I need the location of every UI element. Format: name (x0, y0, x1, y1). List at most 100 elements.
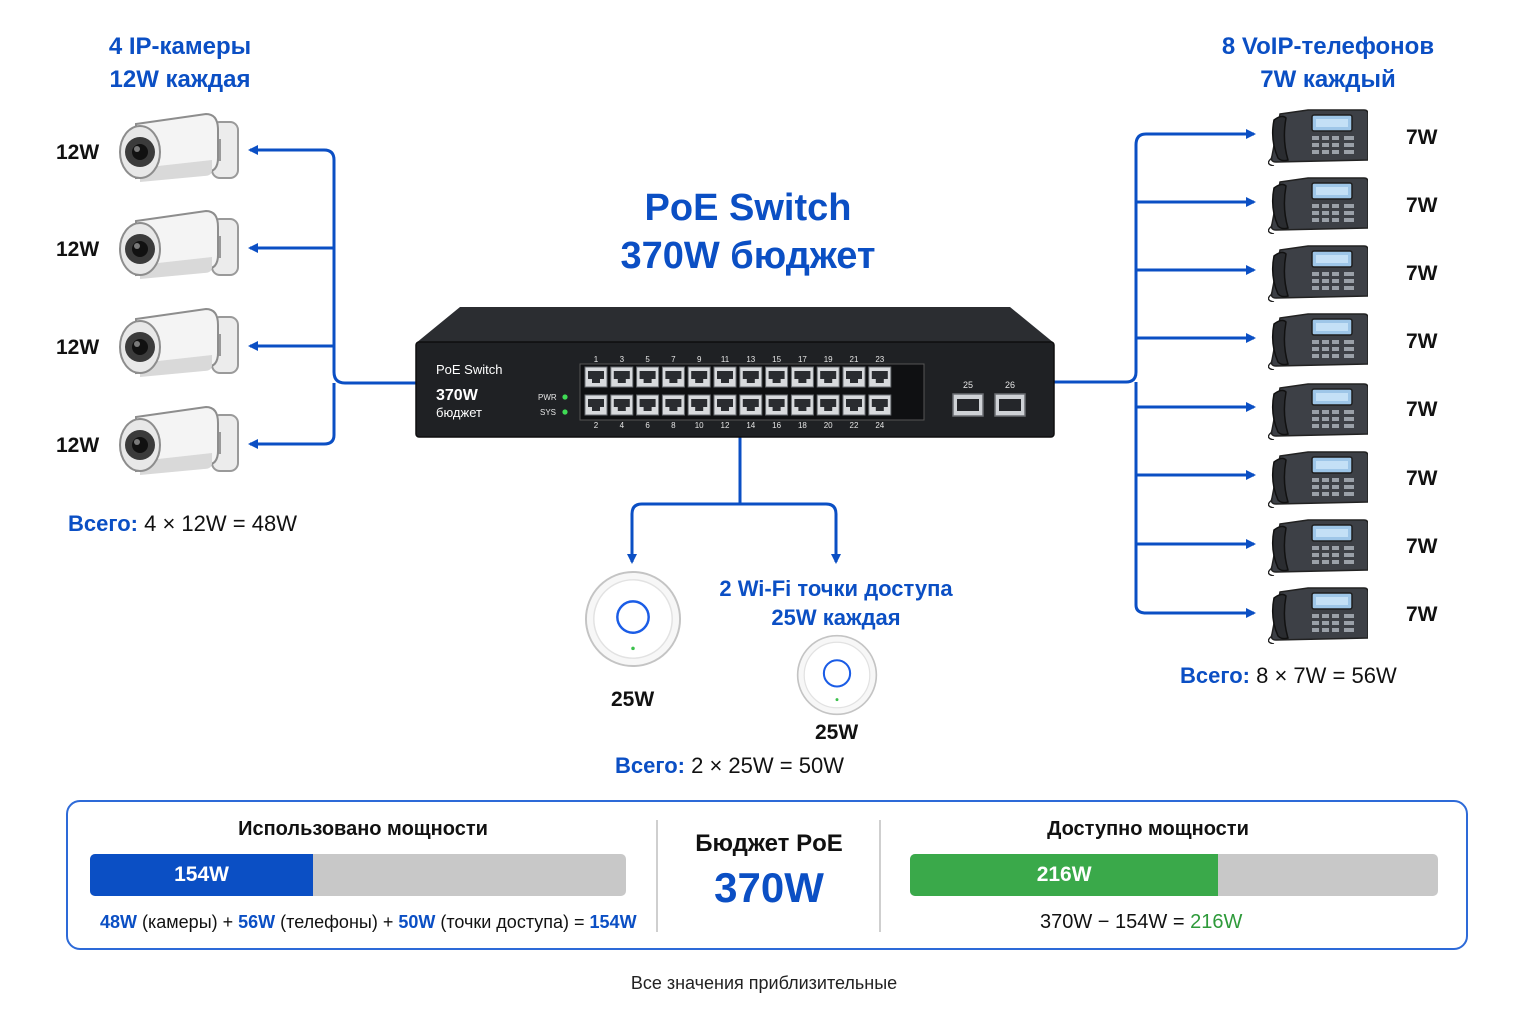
phones-title: 8 VoIP-телефонов 7W каждый (1178, 30, 1478, 96)
switch-title: PoE Switch 370W бюджет (560, 184, 936, 280)
rj45-port-socket (794, 399, 811, 411)
rj45-port-socket (742, 399, 759, 411)
port-number-top: 21 (850, 355, 859, 364)
rj45-port-socket (820, 371, 837, 383)
port-number-bottom: 24 (875, 421, 884, 430)
phones-total-value: 8 × 7W = 56W (1256, 663, 1397, 688)
camera-1-watt: 12W (56, 141, 100, 164)
camera-icon (119, 406, 239, 476)
switch-title-line2: 370W бюджет (620, 235, 876, 277)
rj45-port-socket (613, 399, 630, 411)
camera-4-watt: 12W (56, 434, 100, 457)
camera-2-watt: 12W (56, 238, 100, 261)
switch-face-name: PoE Switch (436, 362, 502, 377)
camera-connections (248, 145, 416, 449)
port-number-bottom: 22 (850, 421, 859, 430)
footnote: Все значения приблизительные (630, 973, 898, 993)
rj45-port-socket (588, 399, 604, 411)
rj45-port-socket (871, 371, 888, 383)
used-power-title: Использовано мощности (238, 818, 488, 840)
budget-value: 370W (714, 864, 824, 911)
rj45-port-socket (768, 399, 785, 411)
phones-title-line2: 7W каждый (1260, 66, 1396, 93)
port-number-top: 13 (746, 355, 755, 364)
camera-icons (119, 113, 239, 476)
phones-title-line1: 8 VoIP-телефонов (1221, 33, 1435, 60)
rj45-port-socket (613, 371, 630, 383)
phone-icon (1268, 313, 1368, 370)
ap-2-watt: 25W (815, 721, 859, 744)
rj45-port-socket (742, 371, 759, 383)
port-number-bottom: 12 (721, 421, 730, 430)
pwr-led (562, 394, 568, 400)
cameras-total-label: Всего: (68, 511, 138, 536)
port-number-top: 9 (697, 355, 702, 364)
access-point-icon (796, 634, 878, 716)
ap-title: 2 Wi-Fi точки доступа 25W каждая (696, 574, 976, 632)
phone-3-watt: 7W (1406, 262, 1438, 285)
phone-icon (1268, 519, 1368, 576)
rj45-port-socket (588, 371, 604, 383)
port-number-bottom: 16 (772, 421, 781, 430)
port-number-bottom: 2 (594, 421, 599, 430)
rj45-port-grid (584, 366, 892, 416)
cameras-total: Всего: 4 × 12W = 48W (68, 511, 297, 537)
switch-face-power: 370W (436, 387, 479, 404)
used-power-bar: 154W (90, 854, 626, 896)
phone-connections (1054, 129, 1256, 618)
access-point-icon (584, 570, 682, 668)
breakdown-ap-text: (точки доступа) = (435, 912, 590, 932)
camera-icon (119, 210, 239, 280)
ap-connections (627, 437, 841, 564)
rj45-port-socket (639, 371, 656, 383)
ap-total: Всего: 2 × 25W = 50W (615, 753, 844, 779)
phone-2-watt: 7W (1406, 194, 1438, 217)
port-number-top: 3 (620, 355, 625, 364)
rj45-port-socket (691, 399, 708, 411)
breakdown-phones-text: (телефоны) + (275, 912, 399, 932)
cameras-title: 4 IP-камеры 12W каждая (70, 30, 290, 96)
breakdown-cameras-text: (камеры) + (137, 912, 239, 932)
breakdown-total-value: 154W (589, 912, 637, 932)
used-power-bar-fill: 154W (90, 854, 314, 896)
camera-icon (119, 308, 239, 378)
rj45-port-socket (639, 399, 656, 411)
available-power-formula: 370W − 154W = 216W (1040, 911, 1242, 934)
port-number-bottom: 10 (695, 421, 704, 430)
port-number-top: 15 (772, 355, 781, 364)
available-power-value: 216W (1036, 863, 1092, 886)
poe-switch: PoE Switch 370W бюджет PWR SYS 123456789… (415, 307, 1055, 438)
cameras-title-line2: 12W каждая (109, 66, 251, 93)
phone-icon (1268, 451, 1368, 508)
available-formula-value: 216W (1190, 911, 1243, 933)
phone-5-watt: 7W (1406, 398, 1438, 421)
phone-8-watt: 7W (1406, 603, 1438, 626)
port-number-top: 17 (798, 355, 807, 364)
breakdown-phones-value: 56W (238, 912, 276, 932)
port-number-bottom: 6 (645, 421, 650, 430)
phone-6-watt: 7W (1406, 467, 1438, 490)
phone-icon (1268, 177, 1368, 234)
phones-total-label: Всего: (1180, 663, 1250, 688)
camera-icon (119, 113, 239, 183)
rj45-port-socket (846, 371, 862, 383)
port-number-bottom: 8 (671, 421, 676, 430)
sfp-label-25: 25 (963, 380, 973, 390)
phones-total: Всего: 8 × 7W = 56W (1180, 663, 1397, 689)
rj45-port-socket (846, 399, 862, 411)
phone-icons (1268, 109, 1368, 644)
available-power-bar: 216W (910, 854, 1438, 896)
phone-4-watt: 7W (1406, 330, 1438, 353)
camera-3-watt: 12W (56, 336, 100, 359)
rj45-port-socket (820, 399, 837, 411)
port-number-top: 5 (645, 355, 650, 364)
breakdown-cameras-value: 48W (100, 912, 138, 932)
panel-divider-right (879, 820, 881, 932)
rj45-port-socket (717, 399, 733, 411)
port-number-top: 19 (824, 355, 833, 364)
phone-1-watt: 7W (1406, 126, 1438, 149)
available-formula-prefix: 370W − 154W = (1040, 911, 1191, 933)
phone-7-watt: 7W (1406, 535, 1438, 558)
ap-total-label: Всего: (615, 753, 685, 778)
